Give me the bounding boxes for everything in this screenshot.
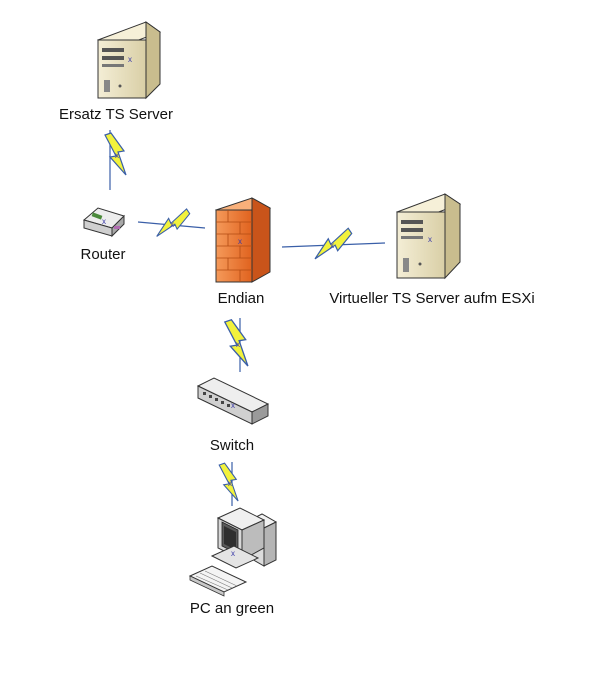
link-endian-switch: x: [224, 318, 249, 372]
firewall-icon: x: [214, 197, 272, 283]
node-endian[interactable]: x Endian: [214, 197, 272, 307]
svg-text:x: x: [115, 151, 119, 160]
link-switch-pc: x: [218, 462, 239, 506]
svg-text:x: x: [428, 235, 432, 244]
link-endian-virtueller: x: [281, 227, 386, 260]
svg-text:x: x: [231, 401, 235, 410]
node-label: Virtueller TS Server aufm ESXi: [329, 290, 534, 307]
node-label: Endian: [218, 290, 265, 307]
svg-text:x: x: [102, 217, 106, 226]
svg-text:x: x: [170, 220, 174, 229]
svg-text:x: x: [228, 479, 232, 488]
svg-text:x: x: [330, 241, 334, 250]
link-ersatz-router: x: [104, 130, 127, 190]
node-ersatz-ts-server[interactable]: x Ersatz TS Server: [59, 21, 173, 123]
router-icon: x: [82, 207, 125, 238]
link-router-endian: x: [137, 207, 206, 238]
node-pc-an-green[interactable]: x PC an green: [188, 507, 278, 617]
node-label: Router: [80, 246, 125, 263]
svg-text:x: x: [236, 340, 240, 349]
svg-text:x: x: [128, 55, 132, 64]
server-icon: x: [395, 193, 462, 280]
node-router[interactable]: x Router: [80, 207, 126, 263]
server-icon: x: [96, 21, 162, 100]
node-label: PC an green: [190, 600, 274, 617]
pc-icon: x: [188, 507, 278, 597]
node-label: Ersatz TS Server: [59, 106, 173, 123]
node-label: Switch: [210, 437, 254, 454]
svg-text:x: x: [231, 549, 235, 558]
svg-text:x: x: [238, 237, 242, 246]
node-virtueller-ts-server[interactable]: x Virtueller TS Server aufm ESXi: [329, 193, 535, 307]
switch-icon: x: [196, 377, 270, 425]
node-switch[interactable]: x Switch: [196, 377, 270, 454]
